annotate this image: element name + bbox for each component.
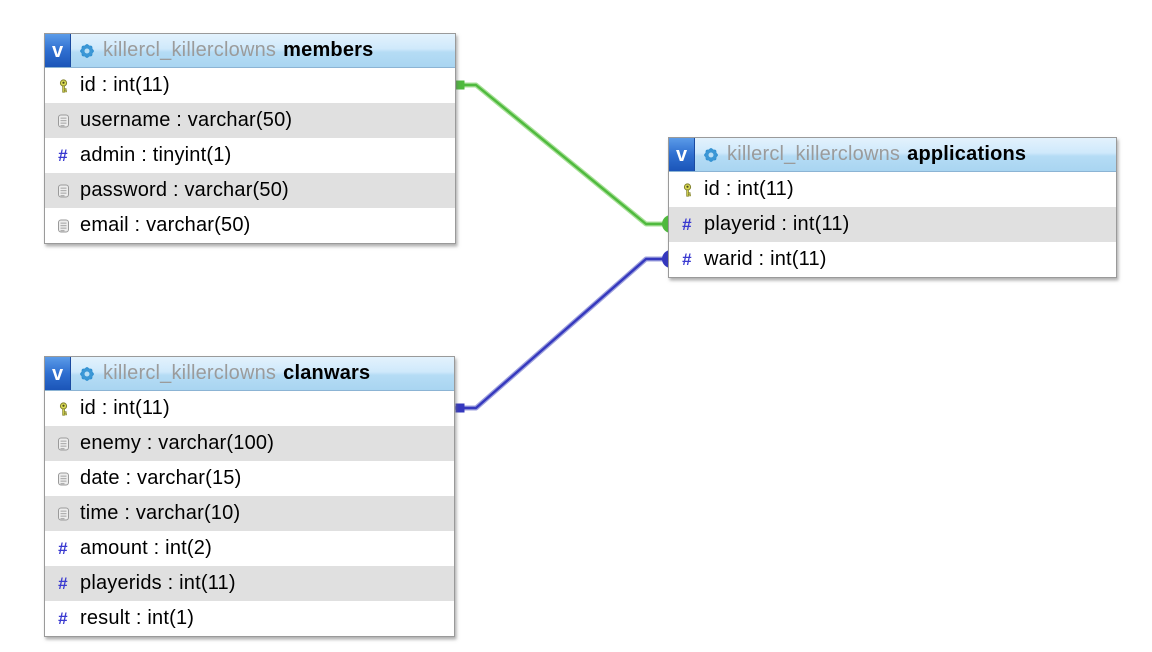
column-label: id : int(11) bbox=[704, 178, 794, 200]
column-row-clanwars-result[interactable]: # result : int(1) bbox=[45, 601, 454, 636]
numeric-column-icon: # bbox=[58, 539, 68, 558]
table-applications[interactable]: v killercl_killerclowns applications id … bbox=[668, 137, 1117, 278]
column-label: id : int(11) bbox=[80, 397, 170, 419]
column-label: warid : int(11) bbox=[704, 248, 827, 270]
column-row-members-id[interactable]: id : int(11) bbox=[45, 68, 455, 103]
view-icon-glyph: v bbox=[51, 362, 64, 385]
table-clanwars-header[interactable]: v killercl_killerclowns clanwars bbox=[45, 357, 454, 391]
gear-icon bbox=[77, 41, 97, 61]
column-label: username : varchar(50) bbox=[80, 109, 293, 131]
text-column-icon bbox=[52, 507, 74, 521]
schema-name: killercl_killerclowns bbox=[727, 143, 901, 165]
column-label: date : varchar(15) bbox=[80, 467, 242, 489]
text-column-icon bbox=[52, 437, 74, 451]
table-clanwars[interactable]: v killercl_killerclowns clanwars id : in… bbox=[44, 356, 455, 637]
column-row-clanwars-amount[interactable]: # amount : int(2) bbox=[45, 531, 454, 566]
column-row-applications-warid[interactable]: # warid : int(11) bbox=[669, 242, 1116, 277]
column-label: amount : int(2) bbox=[80, 537, 212, 559]
column-row-applications-id[interactable]: id : int(11) bbox=[669, 172, 1116, 207]
column-label: email : varchar(50) bbox=[80, 214, 251, 236]
numeric-column-icon: # bbox=[682, 215, 692, 234]
column-label: id : int(11) bbox=[80, 74, 170, 96]
schema-name: killercl_killerclowns bbox=[103, 39, 277, 61]
text-column-icon bbox=[52, 472, 74, 486]
column-label: result : int(1) bbox=[80, 607, 195, 629]
column-row-applications-playerid[interactable]: # playerid : int(11) bbox=[669, 207, 1116, 242]
numeric-column-icon: # bbox=[58, 609, 68, 628]
table-name: applications bbox=[907, 143, 1027, 165]
text-column-icon bbox=[52, 114, 74, 128]
text-column-icon bbox=[52, 219, 74, 233]
view-icon: v bbox=[669, 138, 695, 171]
column-row-members-admin[interactable]: # admin : tinyint(1) bbox=[45, 138, 455, 173]
table-applications-header[interactable]: v killercl_killerclowns applications bbox=[669, 138, 1116, 172]
view-icon: v bbox=[45, 34, 71, 67]
column-row-members-password[interactable]: password : varchar(50) bbox=[45, 173, 455, 208]
view-icon-glyph: v bbox=[675, 143, 688, 166]
relation-line-clanwars-applications-halo bbox=[454, 256, 673, 411]
column-label: playerids : int(11) bbox=[80, 572, 236, 594]
relation-line-members-applications-halo bbox=[454, 82, 673, 227]
numeric-column-icon: # bbox=[58, 574, 68, 593]
table-members[interactable]: v killercl_killerclowns members id : int… bbox=[44, 33, 456, 244]
table-members-header[interactable]: v killercl_killerclowns members bbox=[45, 34, 455, 68]
gear-icon bbox=[701, 145, 721, 165]
column-label: admin : tinyint(1) bbox=[80, 144, 232, 166]
relation-line-members-applications[interactable] bbox=[455, 83, 672, 226]
view-icon: v bbox=[45, 357, 71, 390]
numeric-column-icon: # bbox=[58, 146, 68, 165]
column-row-clanwars-playerids[interactable]: # playerids : int(11) bbox=[45, 566, 454, 601]
column-row-clanwars-date[interactable]: date : varchar(15) bbox=[45, 461, 454, 496]
primary-key-icon bbox=[676, 182, 698, 197]
gear-icon bbox=[77, 364, 97, 384]
view-icon-glyph: v bbox=[51, 39, 64, 62]
primary-key-icon bbox=[52, 401, 74, 416]
schema-name: killercl_killerclowns bbox=[103, 362, 277, 384]
primary-key-icon bbox=[52, 78, 74, 93]
column-row-clanwars-time[interactable]: time : varchar(10) bbox=[45, 496, 454, 531]
column-label: password : varchar(50) bbox=[80, 179, 289, 201]
table-name: clanwars bbox=[283, 362, 371, 384]
column-row-clanwars-enemy[interactable]: enemy : varchar(100) bbox=[45, 426, 454, 461]
relation-endpoint-clanwars-id[interactable] bbox=[455, 403, 465, 413]
column-row-members-username[interactable]: username : varchar(50) bbox=[45, 103, 455, 138]
table-name: members bbox=[283, 39, 374, 61]
relation-endpoint-members-id[interactable] bbox=[455, 80, 465, 90]
column-label: enemy : varchar(100) bbox=[80, 432, 275, 454]
numeric-column-icon: # bbox=[682, 250, 692, 269]
column-row-members-email[interactable]: email : varchar(50) bbox=[45, 208, 455, 243]
text-column-icon bbox=[52, 184, 74, 198]
column-row-clanwars-id[interactable]: id : int(11) bbox=[45, 391, 454, 426]
relation-line-clanwars-applications[interactable] bbox=[455, 257, 672, 410]
column-label: time : varchar(10) bbox=[80, 502, 241, 524]
column-label: playerid : int(11) bbox=[704, 213, 850, 235]
